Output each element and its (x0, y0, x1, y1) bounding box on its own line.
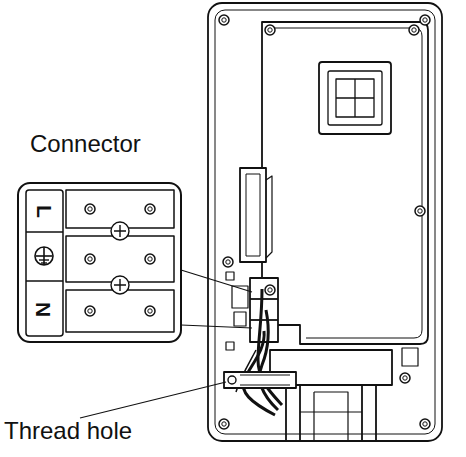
terminal-earth (66, 236, 174, 282)
cable-outlet (286, 385, 376, 440)
housing-inner (215, 10, 435, 434)
connector-inset (18, 183, 181, 342)
terminal-letter: N (33, 301, 54, 316)
part-label: Thread hole (4, 419, 132, 443)
window-inner (336, 79, 374, 117)
terminal-n (66, 290, 174, 332)
window-outer (319, 62, 391, 134)
board-cover-edge (268, 28, 422, 338)
cable-clamp (224, 372, 296, 388)
window-mid (328, 71, 382, 125)
leader-line (80, 382, 226, 418)
part-label: Connector (30, 132, 141, 156)
board-cover (262, 22, 428, 344)
terminal-letter: L (33, 205, 54, 218)
housing-outline (208, 3, 442, 441)
leader-line (181, 270, 252, 292)
side-bracket (240, 168, 266, 262)
earth-symbol (35, 247, 53, 265)
leader-line (181, 325, 252, 328)
